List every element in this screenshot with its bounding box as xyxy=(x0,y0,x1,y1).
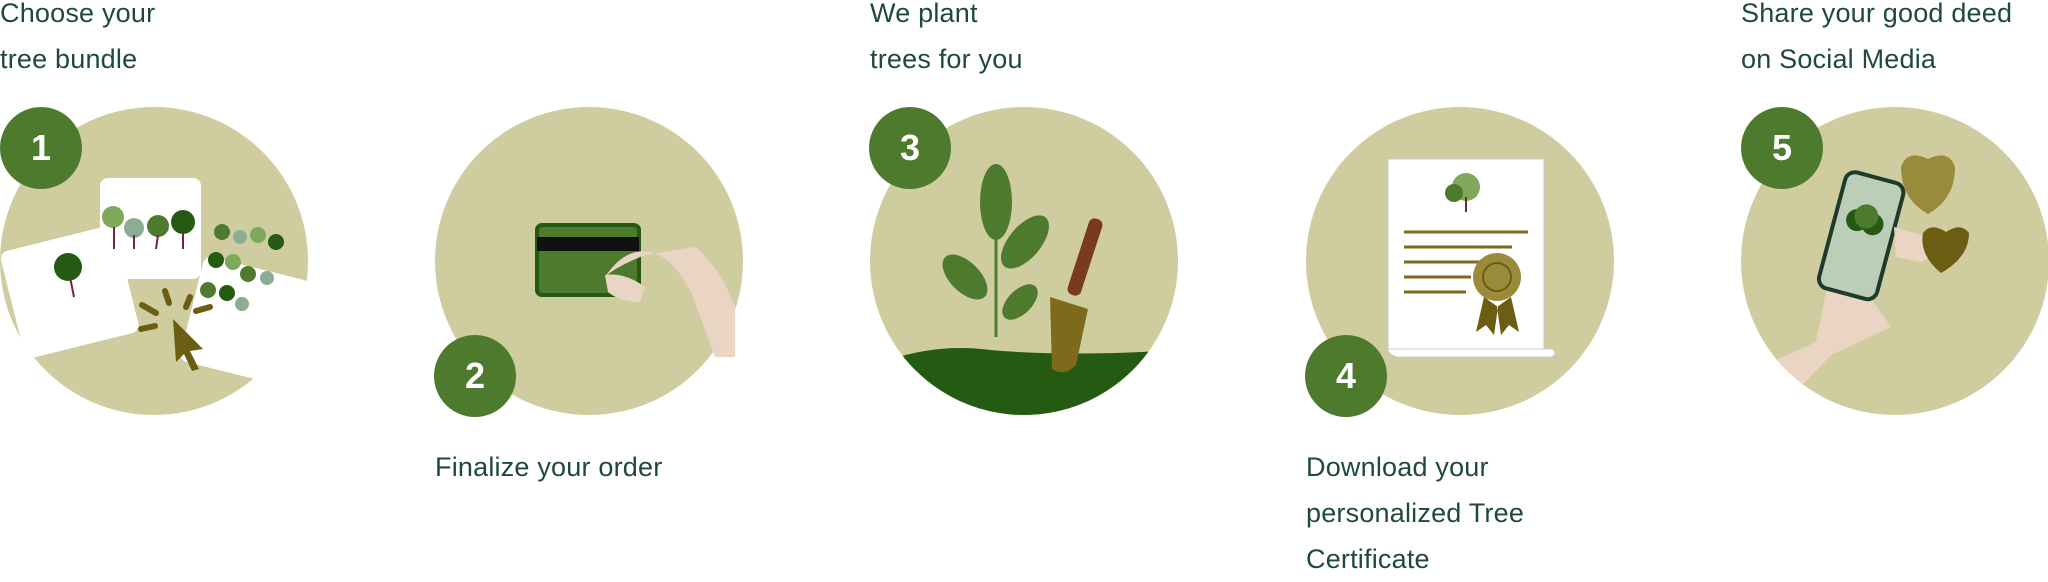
step-3-title: We plant trees for you xyxy=(870,0,1023,82)
planting-illustration xyxy=(870,107,1178,415)
title-line: personalized Tree xyxy=(1306,498,1525,528)
title-line: We plant xyxy=(870,0,978,28)
title-line: Certificate xyxy=(1306,544,1430,574)
title-line: tree bundle xyxy=(0,44,138,74)
step-2-title: Finalize your order xyxy=(435,444,662,490)
choose-bundle-illustration xyxy=(0,107,308,415)
step-5-title: Share your good deed on Social Media xyxy=(1741,0,2012,82)
step-3-badge: 3 xyxy=(869,107,951,189)
step-2-badge: 2 xyxy=(434,335,516,417)
title-line: on Social Media xyxy=(1741,44,1937,74)
title-line: trees for you xyxy=(870,44,1023,74)
title-line: Download your xyxy=(1306,452,1489,482)
title-line: Choose your xyxy=(0,0,156,28)
heart-icon xyxy=(1922,227,1969,273)
title-line: Finalize your order xyxy=(435,452,663,482)
heart-icon xyxy=(1901,155,1955,214)
certificate-illustration xyxy=(1306,107,1614,415)
step-1-title: Choose your tree bundle xyxy=(0,0,155,82)
step-5-badge: 5 xyxy=(1741,107,1823,189)
title-line: Share your good deed xyxy=(1741,0,2013,28)
step-4-badge: 4 xyxy=(1305,335,1387,417)
step-4-title: Download your personalized Tree Certific… xyxy=(1306,444,1524,582)
payment-card-illustration xyxy=(435,107,743,415)
social-share-illustration xyxy=(1741,107,2048,415)
step-1-badge: 1 xyxy=(0,107,82,189)
cursor-icon xyxy=(173,319,203,371)
